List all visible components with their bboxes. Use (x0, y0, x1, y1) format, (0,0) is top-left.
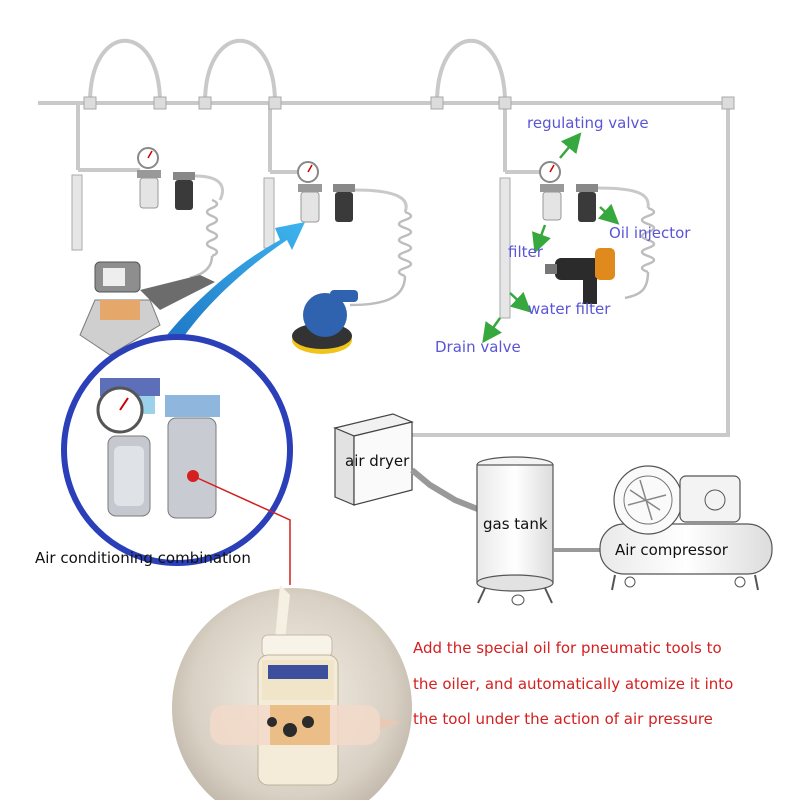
callout-arrows (482, 132, 620, 344)
air-compressor-unit (599, 465, 773, 591)
label-air-conditioning-combination: Air conditioning combination (35, 549, 251, 567)
label-air-compressor: Air compressor (615, 541, 728, 559)
frl-unit-3 (499, 161, 650, 319)
orbital-sander-tool (292, 290, 358, 354)
coiled-hose-2 (349, 210, 413, 307)
frl-unit-2 (263, 161, 408, 249)
label-oil-injector: Oil injector (609, 224, 691, 242)
pipe-fittings (83, 96, 735, 110)
frl-zoom-circle (61, 334, 293, 566)
note-line-2: the oiler, and automatically atomize it … (413, 675, 734, 693)
nail-gun-tool (79, 261, 215, 356)
impact-wrench-tool (545, 248, 615, 304)
flow-arrow (150, 222, 305, 362)
gas-tank-unit (476, 456, 600, 606)
pneumatic-oil-photo (172, 585, 412, 800)
air-dryer-unit (333, 413, 482, 513)
note-line-1: Add the special oil for pneumatic tools … (413, 639, 722, 657)
label-drain-valve: Drain valve (435, 338, 521, 356)
main-air-pipe (38, 38, 730, 437)
label-water-filter: water filter (528, 300, 611, 318)
label-regulating-valve: regulating valve (527, 114, 649, 132)
coiled-hose-3 (624, 206, 656, 300)
coiled-hose-1 (189, 198, 219, 280)
leader-line (192, 475, 291, 585)
label-air-dryer: air dryer (345, 452, 410, 470)
label-gas-tank: gas tank (483, 515, 548, 533)
frl-unit-1 (71, 147, 224, 251)
note-line-3: the tool under the action of air pressur… (413, 710, 713, 728)
label-filter: filter (508, 243, 543, 261)
